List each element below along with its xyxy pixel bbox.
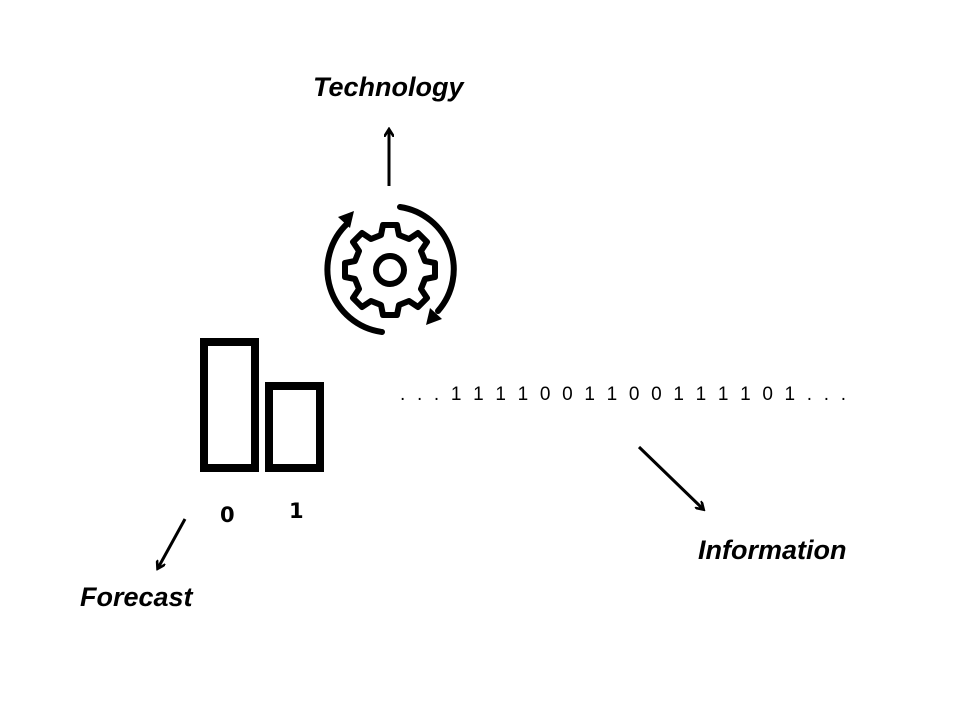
bar-chart-icon [200,338,324,472]
binary-stream: . . . 1 1 1 1 0 0 1 1 0 0 1 1 1 1 0 1 . … [400,384,850,405]
arrow-to-information [637,445,703,509]
bar-right [265,382,324,472]
label-technology: Technology [313,72,464,102]
bar-label-right: 1 [289,499,304,523]
bar-left [200,338,259,472]
gear-cycle-icon [324,204,457,335]
label-information: Information [698,535,847,565]
arrow-to-forecast [158,518,187,568]
bar-label-left: 0 [220,503,235,527]
label-forecast: Forecast [80,582,193,612]
